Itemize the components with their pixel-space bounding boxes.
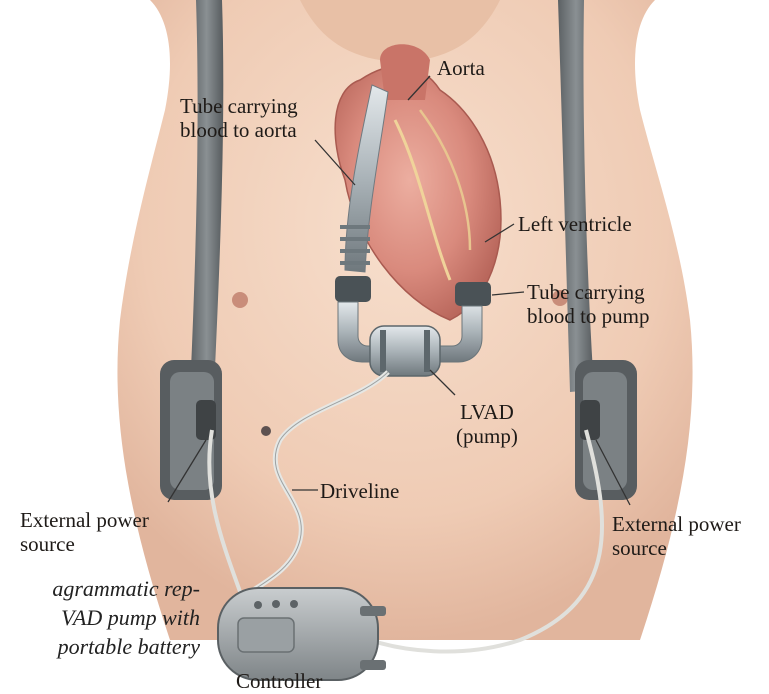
controller-device	[218, 588, 386, 680]
label-power-left: External power source	[20, 508, 149, 556]
battery-left	[160, 360, 222, 500]
exit-site	[261, 426, 271, 436]
label-power-left-line1: External power	[20, 508, 149, 532]
label-lvad-line2: (pump)	[456, 424, 518, 448]
label-driveline: Driveline	[320, 479, 399, 503]
connector-right	[455, 282, 491, 306]
label-tube-to-aorta: Tube carrying blood to aorta	[180, 94, 298, 142]
label-tube-to-pump-line2: blood to pump	[527, 304, 650, 328]
label-controller-text: Controller	[236, 669, 322, 693]
label-power-left-line2: source	[20, 532, 149, 556]
label-power-right-line1: External power	[612, 512, 741, 536]
label-power-right: External power source	[612, 512, 741, 560]
label-aorta-text: Aorta	[437, 56, 485, 80]
label-lvad: LVAD (pump)	[456, 400, 518, 448]
label-controller: Controller	[236, 669, 322, 693]
label-left-ventricle-text: Left ventricle	[518, 212, 632, 236]
label-tube-to-pump: Tube carrying blood to pump	[527, 280, 650, 328]
label-tube-to-aorta-line2: blood to aorta	[180, 118, 298, 142]
label-tube-to-pump-line1: Tube carrying	[527, 280, 650, 304]
label-driveline-text: Driveline	[320, 479, 399, 503]
label-aorta: Aorta	[437, 56, 485, 80]
caption-line3: portable battery	[0, 632, 200, 661]
label-left-ventricle: Left ventricle	[518, 212, 632, 236]
figure-caption: agrammatic rep- VAD pump with portable b…	[0, 574, 200, 661]
label-lvad-line1: LVAD	[456, 400, 518, 424]
nipple-left	[232, 292, 248, 308]
connector-left	[335, 276, 371, 302]
battery-right	[575, 360, 637, 500]
lvad-pump-body	[370, 326, 440, 376]
label-power-right-line2: source	[612, 536, 741, 560]
label-tube-to-aorta-line1: Tube carrying	[180, 94, 298, 118]
caption-line1: agrammatic rep-	[0, 574, 200, 603]
caption-line2: VAD pump with	[0, 603, 200, 632]
